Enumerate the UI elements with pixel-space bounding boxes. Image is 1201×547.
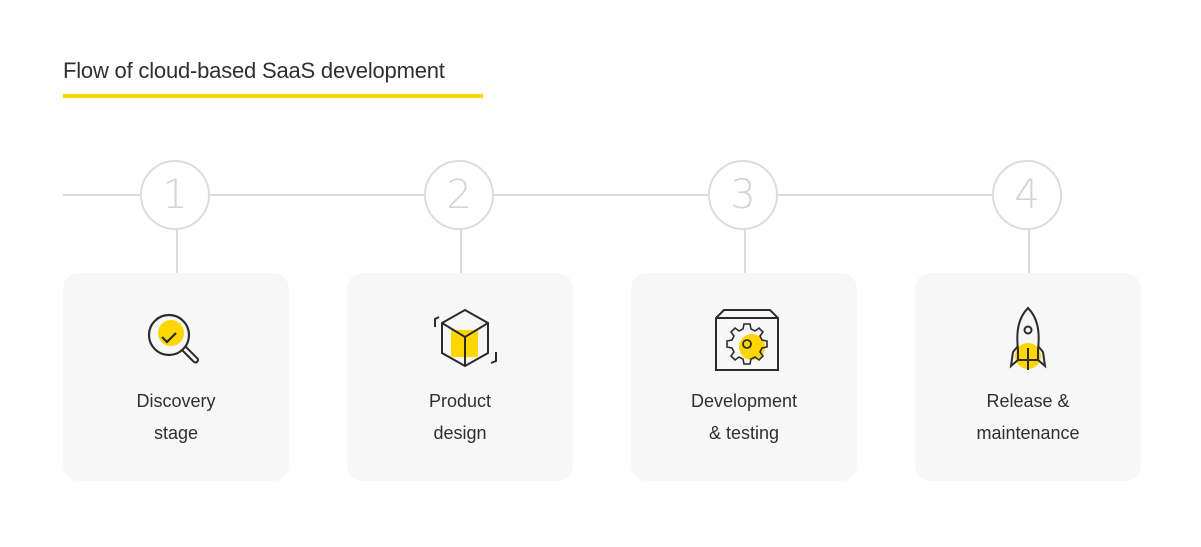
label-line-2: & testing bbox=[708, 423, 780, 443]
connector-3 bbox=[744, 230, 746, 273]
label-line-1: Discovery bbox=[136, 391, 216, 411]
box-gear-icon bbox=[715, 309, 779, 371]
step-card-release: Release & maintenance bbox=[915, 273, 1141, 481]
title-underline bbox=[63, 94, 483, 98]
step-label: Product design bbox=[347, 385, 573, 449]
cube-icon bbox=[434, 308, 497, 368]
step-number-4: 4 bbox=[992, 160, 1062, 230]
step-number-1: 1 bbox=[140, 160, 210, 230]
step-card-development: Development & testing bbox=[631, 273, 857, 481]
connector-1 bbox=[176, 230, 178, 273]
step-number-2: 2 bbox=[424, 160, 494, 230]
magnifier-check-icon bbox=[147, 313, 199, 364]
rocket-icon bbox=[1009, 306, 1047, 370]
label-line-2: design bbox=[433, 423, 487, 443]
label-line-1: Product bbox=[428, 391, 492, 411]
label-line-2: maintenance bbox=[976, 423, 1080, 443]
step-card-discovery: Discovery stage bbox=[63, 273, 289, 481]
label-line-1: Development bbox=[690, 391, 798, 411]
label-line-2: stage bbox=[153, 423, 199, 443]
step-label: Discovery stage bbox=[63, 385, 289, 449]
page-title: Flow of cloud-based SaaS development bbox=[63, 58, 445, 83]
step-card-product-design: Product design bbox=[347, 273, 573, 481]
step-label: Development & testing bbox=[631, 385, 857, 449]
label-line-1: Release & bbox=[986, 391, 1070, 411]
timeline-line bbox=[63, 194, 1029, 196]
step-number-3: 3 bbox=[708, 160, 778, 230]
connector-2 bbox=[460, 230, 462, 273]
connector-4 bbox=[1028, 230, 1030, 273]
step-label: Release & maintenance bbox=[915, 385, 1141, 449]
